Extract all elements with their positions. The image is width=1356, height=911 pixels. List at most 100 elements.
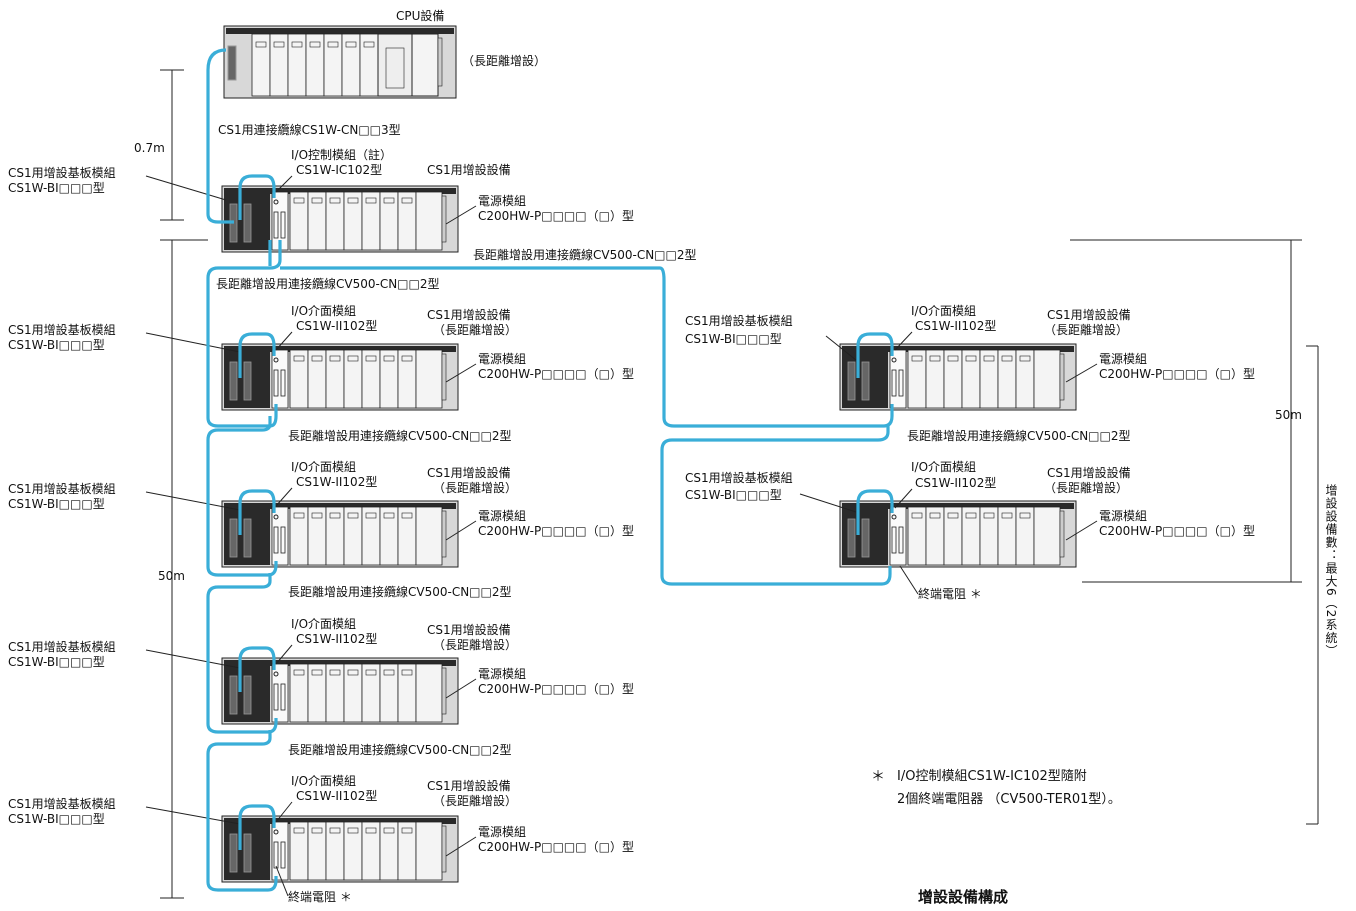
left-rack-4-module-1 <box>307 821 327 881</box>
right-rack-2-io-unit <box>889 506 907 566</box>
cable-left-loop-1 <box>238 332 276 378</box>
right-rack-2-io-slot-a <box>891 526 897 554</box>
left-rack-3-module-led-6 <box>401 669 413 676</box>
left-rack-4-module-led-1 <box>311 827 323 834</box>
left-terminator-leader <box>275 865 289 897</box>
right-rack-1-base-label: CS1用增設基板模組 <box>685 314 793 328</box>
left-rack-3-io-slot-a <box>273 683 279 711</box>
right-rack-1-io-label: I/O介面模組 <box>911 304 977 318</box>
cable-left-link-1 <box>206 416 278 577</box>
ic-control-leader <box>275 175 293 193</box>
right-rack-1-module-led-0 <box>911 355 923 362</box>
left-rack-4-rack-label: CS1用增設設備 <box>427 779 511 793</box>
ic-rack-module-led-1 <box>311 197 323 204</box>
left-rack-2-io-slot-a <box>273 526 279 554</box>
right-rack-2-power-model: C200HW-P□□□□（□）型 <box>1099 524 1255 538</box>
left-io-leader-3 <box>275 644 293 665</box>
left-rack-2-power-side <box>441 510 447 558</box>
right-io-leader-1 <box>894 331 913 351</box>
left-rack-3-module-led-4 <box>365 669 377 676</box>
ic-rack-module-5 <box>379 191 399 251</box>
cable-ic-to-left-1 <box>206 240 282 428</box>
left-rack-1-io-slot-a <box>273 369 279 397</box>
left-rack-2-power-unit <box>415 506 443 566</box>
cpu-rack-port <box>227 45 237 81</box>
right-rack-1-module-led-3 <box>965 355 977 362</box>
ic-power-leader <box>445 205 477 225</box>
right-io-leader-2 <box>894 488 913 509</box>
left-rack-1-module-led-5 <box>383 355 395 362</box>
right-rack-2-module-3 <box>961 506 981 566</box>
left-rack-4-io-slot-a <box>273 841 279 869</box>
ic-rack-module-3 <box>343 191 363 251</box>
left-rack-4-port-0 <box>229 833 238 873</box>
left-rack-3-rack-sub: （長距離增設） <box>433 638 518 652</box>
left-rack-4-module-3 <box>343 821 363 881</box>
ic-rack-module-1 <box>307 191 327 251</box>
right-base-leader-2 <box>799 493 857 513</box>
left-power-leader-1 <box>445 363 477 383</box>
left-rack-3-module-0 <box>289 663 309 723</box>
left-rack-1-module-led-6 <box>401 355 413 362</box>
left-rack-1-power-unit <box>415 349 443 409</box>
left-rack-1-module-led-3 <box>347 355 359 362</box>
cpu-module-led-2 <box>291 41 303 48</box>
right-rack-2-port-0 <box>847 518 856 558</box>
left-cable-top-label: 長距離增設用連接纜線CV500-CN□□2型 <box>216 277 440 291</box>
cpu-power-unit <box>411 33 439 97</box>
left-rack-2-top-rail <box>224 503 456 509</box>
right-rack-2 <box>839 500 1077 568</box>
cpu-module-led-3 <box>309 41 321 48</box>
right-rack-2-base-model: CS1W-BI□□□型 <box>685 488 782 502</box>
right-rack-2-module-led-4 <box>983 512 995 519</box>
ic-rack-power-unit <box>415 191 443 251</box>
left-rack-1-module-2 <box>325 349 345 409</box>
left-rack-1-base-label: CS1用增設基板模組 <box>8 323 116 337</box>
left-rack-2-module-4 <box>361 506 381 566</box>
right-rack-1-module-led-1 <box>929 355 941 362</box>
left-rack-3-power-side <box>441 667 447 715</box>
right-rack-2-module-led-6 <box>1019 512 1031 519</box>
left-rack-3-module-2 <box>325 663 345 723</box>
footnote-line-2: 2個終端電阻器 （CV500-TER01型）。 <box>897 792 1121 807</box>
left-rack-2-io-model: CS1W-II102型 <box>296 475 378 489</box>
left-rack-2-module-led-3 <box>347 512 359 519</box>
ic-control-label: I/O控制模組（註） <box>291 148 393 162</box>
left-rack-4-module-led-0 <box>293 827 305 834</box>
left-rack-3-cable-below: 長距離增設用連接纜線CV500-CN□□2型 <box>288 743 512 757</box>
left-base-leader-2 <box>145 491 241 511</box>
left-rack-2-rack-sub: （長距離增設） <box>433 481 518 495</box>
left-rack-3-module-3 <box>343 663 363 723</box>
left-rack-4-module-5 <box>379 821 399 881</box>
right-rack-1-io-slot-b <box>898 369 904 397</box>
left-rack-4-io-led <box>273 829 279 835</box>
left-rack-2-io-label: I/O介面模組 <box>291 460 357 474</box>
left-rack-1-io-slot-b <box>280 369 286 397</box>
left-rack-2 <box>221 500 459 568</box>
ic-rack-module-0 <box>289 191 309 251</box>
left-rack-1-rack-label: CS1用增設設備 <box>427 308 511 322</box>
left-rack-2-rack-label: CS1用增設設備 <box>427 466 511 480</box>
cpu-module-0 <box>251 33 271 97</box>
left-rack-1-module-4 <box>361 349 381 409</box>
right-rack-1-module-0 <box>907 349 927 409</box>
ic-rack-module-led-0 <box>293 197 305 204</box>
left-rack-3-base-label: CS1用增設基板模組 <box>8 640 116 654</box>
right-rack-1-io-slot-a <box>891 369 897 397</box>
left-rack-4-power-unit <box>415 821 443 881</box>
dimension-right-long: 50m <box>1275 408 1302 422</box>
cpu-rack-top-rail <box>226 28 454 34</box>
cpu-module-led-6 <box>363 41 375 48</box>
cpu-unit <box>377 33 413 97</box>
left-rack-1-top-rail <box>224 346 456 352</box>
right-rack-2-rack-sub: （長距離增設） <box>1044 481 1129 495</box>
ic-rack-top-rail <box>224 188 456 194</box>
left-rack-2-module-led-5 <box>383 512 395 519</box>
left-rack-3-module-led-3 <box>347 669 359 676</box>
left-rack-4-top-rail <box>224 818 456 824</box>
right-rack-2-power-unit <box>1033 506 1061 566</box>
left-rack-1-io-led <box>273 357 279 363</box>
left-rack-1 <box>221 343 459 411</box>
ic-rack <box>221 185 459 253</box>
cable-left-loop-4 <box>238 804 276 850</box>
